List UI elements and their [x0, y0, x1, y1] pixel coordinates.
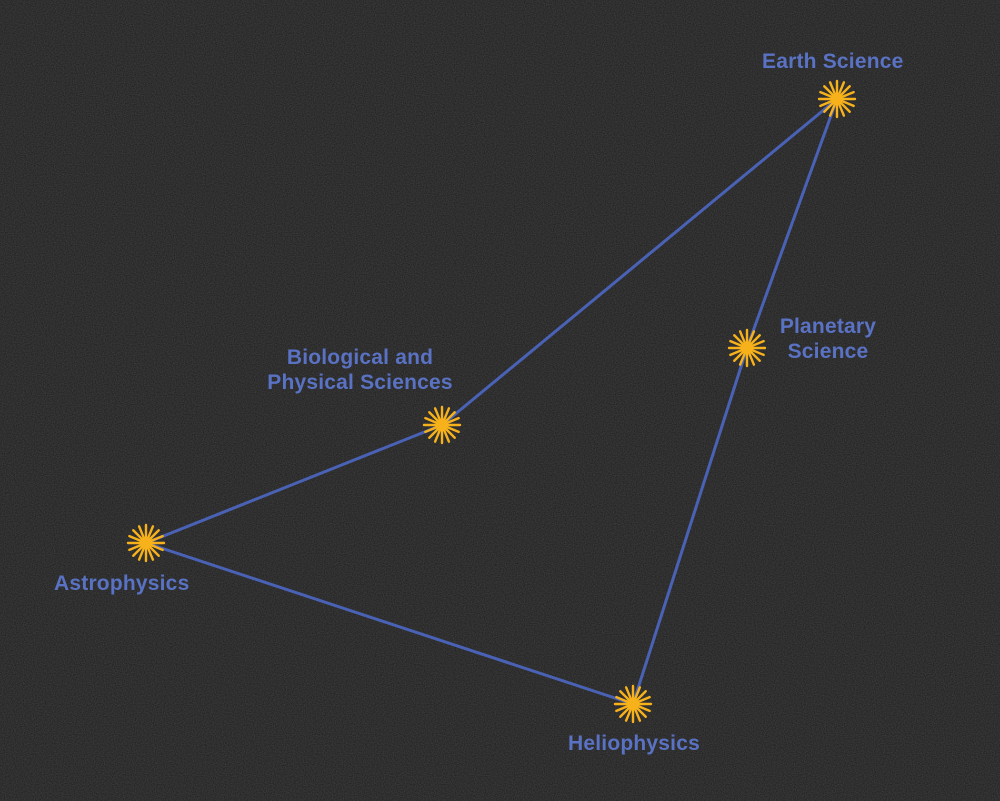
edge-biological-physical-sciences-to-astrophysics: [144, 423, 444, 545]
edge-planetary-science-to-heliophysics: [631, 346, 749, 706]
edge-earth-science-to-planetary-science: [745, 97, 839, 350]
starburst-icon: [422, 405, 462, 445]
starburst-icon: [126, 523, 166, 563]
label-earth-science: Earth Science: [762, 50, 904, 73]
nodes-layer: [126, 79, 857, 724]
edge-astrophysics-to-heliophysics: [144, 541, 635, 706]
starburst-icon: [727, 328, 767, 368]
edges-layer: [144, 97, 839, 706]
starburst-icon: [817, 79, 857, 119]
label-planetary-science: Planetary Science: [779, 315, 877, 363]
starburst-icon: [613, 684, 653, 724]
label-astrophysics: Astrophysics: [54, 572, 190, 595]
label-heliophysics: Heliophysics: [568, 732, 700, 755]
edge-earth-science-to-biological-physical-sciences: [440, 97, 839, 427]
label-biological-physical-sciences: Biological and Physical Sciences: [267, 346, 453, 394]
